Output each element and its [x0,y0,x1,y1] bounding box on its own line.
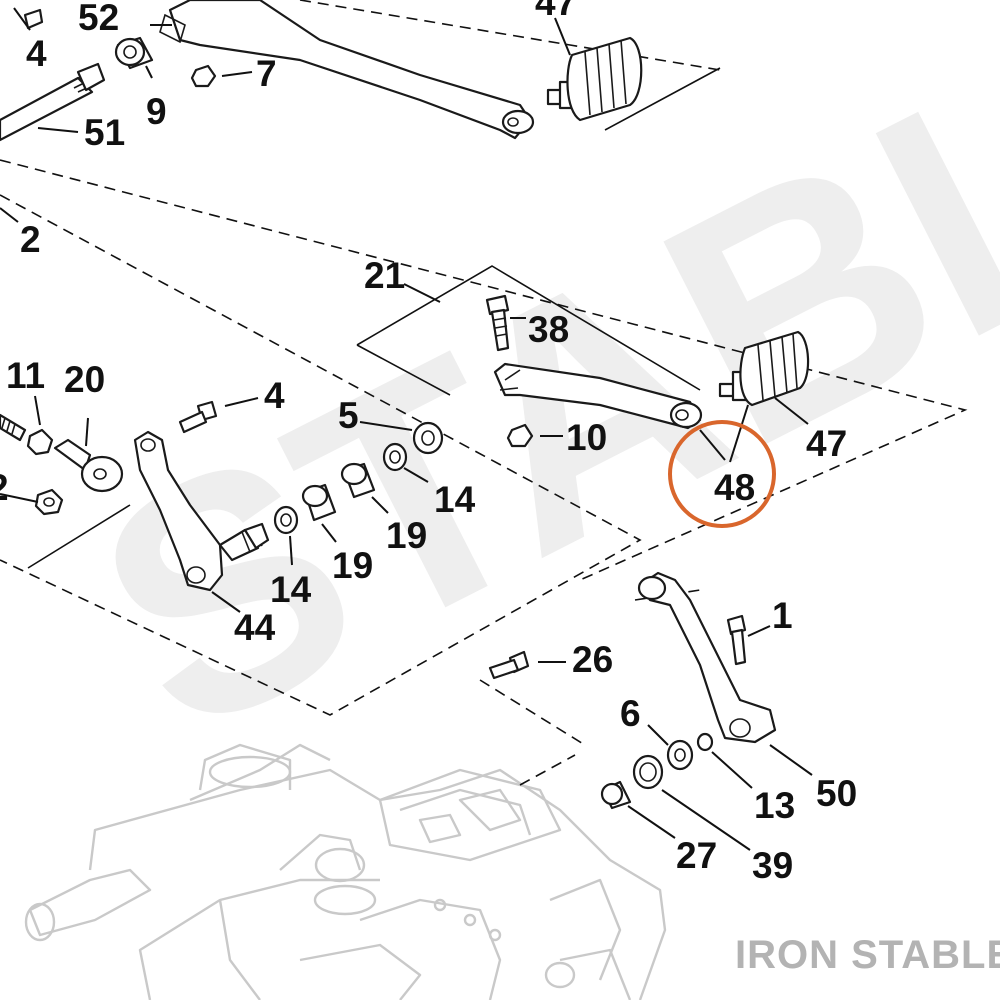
bushing-27[interactable] [600,780,632,810]
callout-52[interactable]: 52 [78,0,119,38]
nut-10[interactable] [506,423,534,448]
callout-19-right[interactable]: 19 [386,515,427,556]
shift-peg-upper[interactable] [546,36,643,122]
callout-20[interactable]: 20 [64,359,105,400]
callout-13[interactable]: 13 [754,785,795,826]
callout-6[interactable]: 6 [620,693,641,734]
shaft-51[interactable] [0,62,106,142]
clip-13[interactable] [696,732,714,752]
brand-watermark: IRON STABLE [735,933,1000,977]
screw-1[interactable] [726,614,747,666]
callout-2-top[interactable]: 2 [20,219,41,260]
shift-lever-44[interactable] [133,430,270,592]
washer-14b[interactable] [382,442,408,472]
callout-1[interactable]: 1 [772,595,793,636]
screw-26[interactable] [488,650,530,680]
callout-47-mid[interactable]: 47 [806,423,847,464]
callout-50[interactable]: 50 [816,773,857,814]
callout-39[interactable]: 39 [752,845,793,886]
nut-7[interactable] [190,64,217,88]
callout-11[interactable]: 11 [6,355,45,396]
callout-4-top[interactable]: 4 [26,33,47,74]
transmission-housing-ghost [24,743,667,1000]
shifter-lever-upper[interactable] [159,0,535,140]
callout-19-left[interactable]: 19 [332,545,373,586]
washer-6[interactable] [666,739,694,771]
callout-7[interactable]: 7 [256,53,277,94]
nut-2[interactable] [34,488,64,516]
callout-27[interactable]: 27 [676,835,717,876]
callout-labels: 52 47 4 7 9 51 2 21 38 11 20 4 5 10 47 4… [0,0,857,886]
rod-end-20[interactable] [53,438,124,493]
screw-38[interactable] [485,294,510,352]
bushing-5[interactable] [412,421,444,455]
bushing-19b[interactable] [340,462,376,499]
highlight-circle-48 [668,420,776,528]
callout-51[interactable]: 51 [84,112,125,153]
group-frames [0,0,968,786]
shifter-arm-21[interactable] [493,362,703,430]
bolt-52[interactable] [23,8,44,30]
callout-2-mid[interactable]: 2 [0,467,9,508]
threaded-rod-left[interactable] [0,413,27,442]
shift-peg-middle[interactable] [718,330,810,407]
callout-4-mid[interactable]: 4 [264,375,285,416]
callout-38[interactable]: 38 [528,309,569,350]
callout-14-left[interactable]: 14 [270,569,312,610]
bolt-4[interactable] [178,400,218,434]
callout-14-right[interactable]: 14 [434,479,476,520]
callout-21[interactable]: 21 [364,255,405,296]
seal-39[interactable] [632,754,664,790]
callout-26[interactable]: 26 [572,639,613,680]
washer-14a[interactable] [273,505,299,535]
bushing-9[interactable] [114,36,154,70]
callout-48[interactable]: 48 [714,467,755,508]
callout-5[interactable]: 5 [338,395,359,436]
callout-10[interactable]: 10 [566,417,607,458]
callout-47-top[interactable]: 47 [535,0,576,23]
callout-44[interactable]: 44 [234,607,276,648]
heel-lever-50[interactable] [637,571,777,744]
jam-nut-11[interactable] [26,428,54,456]
leader-lines [0,7,813,851]
callout-9[interactable]: 9 [146,91,167,132]
bushing-19a[interactable] [301,483,337,522]
